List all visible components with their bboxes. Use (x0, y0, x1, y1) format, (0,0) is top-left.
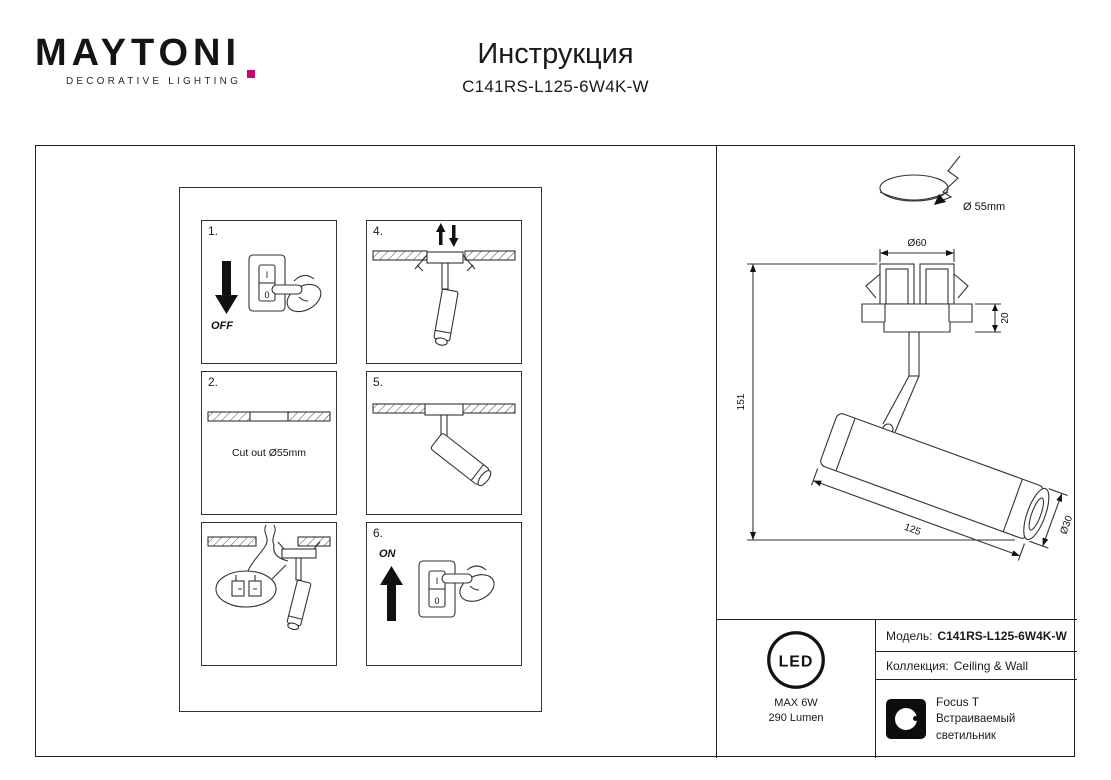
step6-switch-on-illustration: ON I 0 (379, 548, 495, 621)
light-switch: I 0 (418, 560, 456, 618)
model-number: C141RS-L125-6W4K-W (462, 77, 649, 96)
step-panel-2: 2. Cut out Ø55mm (201, 371, 337, 515)
dim-recess-depth: 20 (1000, 312, 1011, 324)
series-row: Focus T Встраиваемый светильник (876, 680, 1077, 758)
svg-text:0: 0 (434, 596, 439, 606)
model-label: Модель: (886, 628, 933, 643)
maytoni-logo: MAYTONI DECORATIVE LIGHTING (35, 32, 255, 87)
dim-height: 151 (736, 393, 747, 410)
dim-recess-depth-lines (975, 303, 1001, 333)
dim-trim-dia-lines (879, 249, 955, 262)
installation-steps-pane: 1. OFF I 0 (36, 146, 716, 758)
max-power: MAX 6W (774, 697, 818, 709)
dim-trim-dia: Ø60 (908, 238, 927, 249)
step-panel-1: 1. OFF I 0 (201, 220, 337, 364)
model-row: Модель: C141RS-L125-6W4K-W (876, 620, 1077, 652)
series-name: Focus T (936, 694, 980, 709)
luminous-flux: 290 Lumen (768, 712, 824, 724)
spec-panel: LED MAX 6W 290 Lumen Модель: C141RS-L125… (717, 619, 1077, 758)
product-info: Модель: C141RS-L125-6W4K-W Коллекция: Ce… (875, 620, 1077, 758)
spot-fixture (424, 403, 492, 487)
collection-row: Коллекция: Ceiling & Wall (876, 652, 1077, 680)
steps-grid: 1. OFF I 0 (179, 187, 542, 712)
step3-wiring-illustration (207, 524, 331, 631)
stem-drawing (882, 331, 920, 435)
step-number: 6. (373, 526, 384, 540)
svg-text:I: I (436, 576, 439, 586)
dim-body-length: 125 (903, 522, 923, 538)
title-block: Инструкция C141RS-L125-6W4K-W (0, 38, 1111, 97)
hand-icon (271, 274, 322, 313)
on-label: ON (379, 548, 397, 560)
off-arrow-icon (222, 261, 231, 295)
step4-insert-illustration (372, 223, 516, 346)
dim-height-lines (747, 263, 1015, 541)
dim-cutout-dia: Ø 55mm (963, 201, 1005, 213)
logo-wordmark: MAYTONI (35, 32, 242, 74)
ceiling-section (207, 536, 331, 547)
cutout-caption: Cut out Ø55mm (232, 447, 306, 459)
step-number: 1. (208, 224, 219, 238)
step-panel-3 (201, 522, 337, 666)
step-panel-5: 5. (366, 371, 522, 515)
mount-drawing (861, 263, 973, 333)
supply-wires (247, 524, 289, 572)
dimension-drawing: Ø 55mm Ø60 (736, 155, 1075, 561)
series-text: Focus T Встраиваемый светильник (936, 694, 1077, 745)
logo-tagline: DECORATIVE LIGHTING (65, 75, 242, 87)
spot-fixture (414, 251, 476, 346)
step-number: 2. (208, 375, 219, 389)
step2-cutout-illustration: Cut out Ø55mm (207, 411, 331, 459)
collection-value: Ceiling & Wall (953, 658, 1028, 673)
led-badge: LED MAX 6W 290 Lumen (717, 620, 875, 758)
led-logo-icon: LED (767, 631, 825, 689)
technical-pane: Ø 55mm Ø60 (716, 146, 1077, 758)
ceiling-cutout (207, 411, 331, 422)
step5-mounted-illustration (372, 403, 516, 487)
focus-t-icon (886, 699, 926, 739)
wire-terminal-bubble (215, 564, 287, 608)
on-arrow-icon (380, 566, 403, 585)
product-type: Встраиваемый светильник (936, 712, 1016, 742)
step-number: 5. (373, 375, 384, 389)
page-title: Инструкция (477, 38, 634, 70)
svg-text:0: 0 (264, 290, 269, 300)
svg-text:LED: LED (779, 654, 814, 671)
step1-switch-off-illustration: OFF I 0 (211, 254, 322, 332)
up-down-arrows-icon (436, 223, 459, 247)
step-panel-4: 4. (366, 220, 522, 364)
spot-fixture (277, 541, 321, 631)
light-switch: I 0 (248, 254, 286, 312)
logo-accent-dot-icon (247, 70, 255, 78)
content-frame: 1. OFF I 0 (35, 145, 1077, 758)
off-label: OFF (211, 320, 233, 332)
collection-label: Коллекция: (886, 658, 949, 673)
dim-body-dia: Ø30 (1058, 514, 1075, 536)
tube-drawing: 125 Ø30 (811, 413, 1075, 561)
svg-text:I: I (266, 270, 269, 280)
model-value: C141RS-L125-6W4K-W (937, 628, 1067, 643)
ceiling-hole-drawing (879, 155, 961, 205)
step-panel-6: 6. ON I 0 (366, 522, 522, 666)
step-number: 4. (373, 224, 384, 238)
hand-icon (441, 565, 495, 602)
